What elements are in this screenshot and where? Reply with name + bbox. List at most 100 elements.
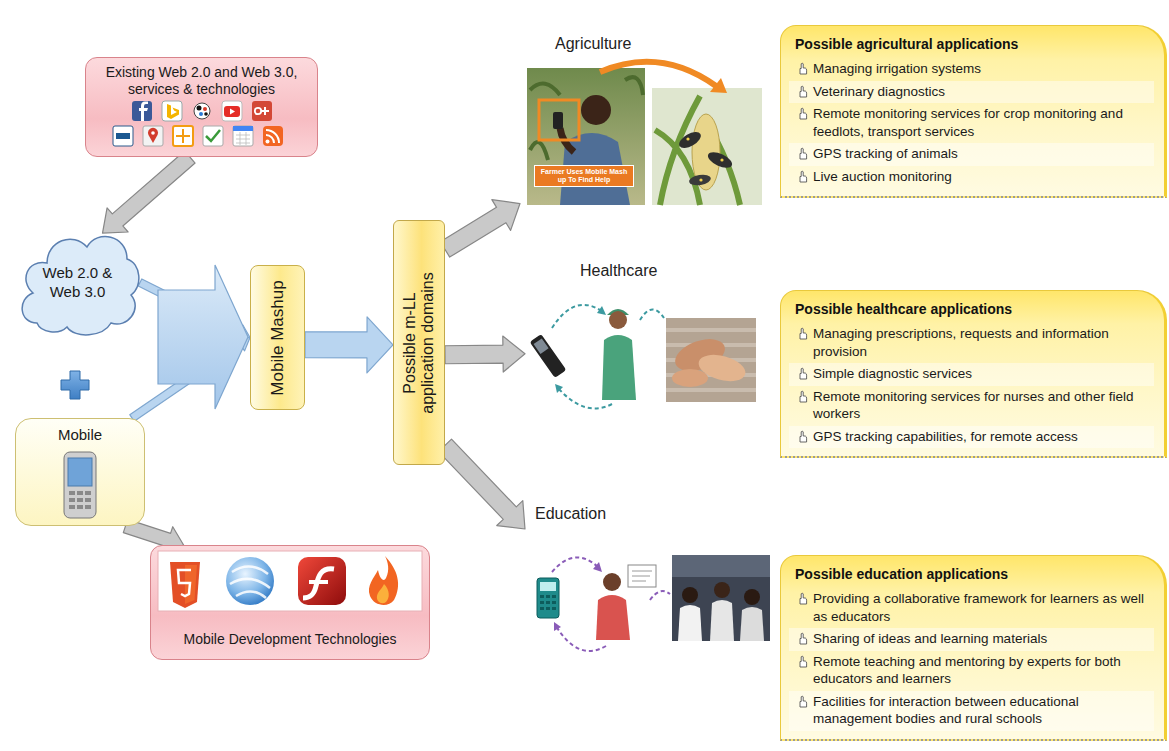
hands-photo [666,318,756,402]
healthcare-figures [640,309,664,320]
service-icons [224,106,240,117]
bullet-icon [800,593,807,604]
service-icons [252,101,272,121]
phone-icon [77,505,83,509]
crop-photo [706,149,735,171]
service-icons [194,103,210,119]
service-icons [236,132,250,145]
bullet-icon [800,633,807,644]
bullet-icon [800,696,807,707]
hands-photo [666,330,756,390]
mashup-box: Mobile Mashup [250,265,305,410]
list-item: Providing a collaborative framework for … [813,590,1148,625]
dev-tech-logos [178,570,191,596]
service-icons [203,107,207,111]
healthcare-figures [558,388,612,408]
healthcare-figures [530,334,567,378]
classroom-photo [740,607,764,641]
healthcare-figures [552,305,603,328]
healthcare-figures [602,335,636,400]
list-item: Sharing of ideas and learning materials [813,630,1148,648]
classroom-photo [672,555,770,641]
service-icons [203,126,223,146]
photo-caption: Farmer Uses Mobile Mash up To Find Help [534,165,634,187]
flow-arc [600,62,727,93]
hands-photo [672,369,708,387]
bullet-icon [797,107,808,120]
service-icons [148,128,158,143]
list-row: Veterinary diagnostics [789,81,1154,104]
bullet-icon [797,62,808,75]
education-figures [540,582,556,591]
phone-icon [77,498,83,502]
education-figures [596,595,630,640]
list-item: Managing prescriptions, requests and inf… [813,325,1148,360]
bullet-icon [800,108,807,119]
list-row: Remote teaching and mentoring by experts… [789,651,1154,691]
domains-box: Possible m-LL application domains [393,220,445,465]
domain-heading: Healthcare [580,262,657,280]
bullet-icon [797,655,808,668]
classroom-photo [682,587,698,603]
bullet-icon [800,149,807,160]
crop-photo [655,96,740,205]
bullet-icon [797,147,808,160]
education-figures [632,571,652,581]
hands-photo [666,318,756,402]
rotated-label: Mobile Mashup [268,271,288,404]
classroom-photo [714,582,730,598]
farmer-photo [527,68,645,205]
service-icons [222,101,242,121]
phone-icon [69,498,75,502]
crop-photo [688,173,711,187]
service-icons [132,101,152,121]
application-list: Possible agricultural applicationsManagi… [780,25,1167,198]
crop-photo [652,88,762,205]
phone-icon [85,491,91,495]
list-item: Remote monitoring services for nurses an… [813,388,1148,423]
farmer-photo [539,100,579,140]
list-row: GPS tracking of animals [789,143,1154,166]
service-icons [261,107,269,115]
service-icons [143,126,163,146]
bullet-icon [797,592,808,605]
service-icons [139,102,148,122]
bullet-icon [800,86,807,97]
dev-tech-logos [309,580,328,584]
list-row: Sharing of ideas and learning materials [789,628,1154,651]
service-icons [266,130,279,143]
block-arrow [103,151,196,233]
bullet-icon [797,390,808,403]
service-icons [233,126,253,131]
healthcare-figures [530,305,664,409]
education-figures [650,591,670,600]
education-figures [540,595,556,610]
node-text: Mobile Mashup [268,271,288,404]
dev-tech-logos [158,551,422,611]
block-arrow [445,336,525,372]
list-item: GPS tracking capabilities, for remote ac… [813,428,1148,446]
service-icons [151,131,155,135]
domain-heading: Agriculture [555,35,631,53]
list-row: Managing irrigation systems [789,58,1154,81]
block-arrow [440,200,520,257]
education-figures [603,573,621,591]
service-icons [113,101,283,146]
dev-tech-logos [230,566,270,598]
phone-icon [69,505,75,509]
education-figures [552,557,599,572]
node-text: Existing Web 2.0 and Web 3.0, services &… [96,64,307,98]
dev-tech-logos [158,551,422,611]
application-list: Possible healthcare applicationsManaging… [780,290,1167,458]
healthcare-figures [534,338,549,354]
bullet-icon [797,85,808,98]
phone-icon [68,458,92,486]
bullet-icon [797,430,808,443]
dev-tech-logos [226,557,274,605]
crop-photo [699,178,702,181]
service-icons [199,112,203,116]
node-text: Possible m-LL application domains [401,255,438,430]
list-item: Veterinary diagnostics [813,83,1148,101]
list-row: Remote monitoring services for crop moni… [789,103,1154,143]
